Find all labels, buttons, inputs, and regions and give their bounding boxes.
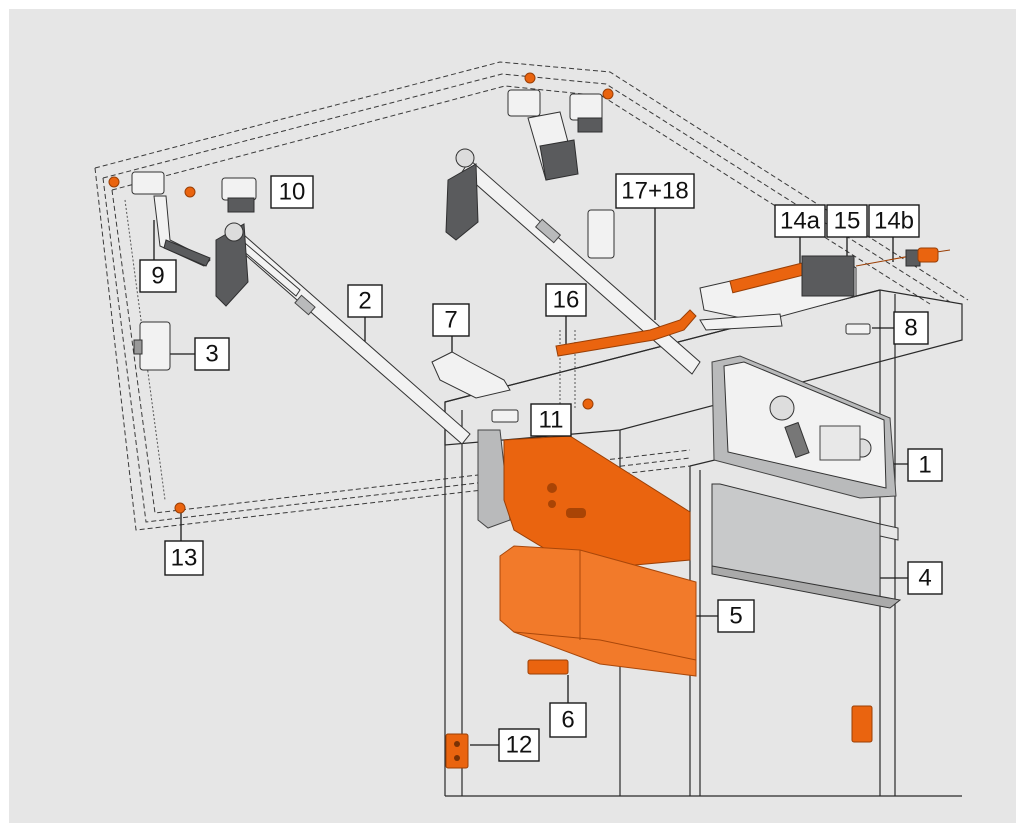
hinge-left-rear bbox=[221, 177, 257, 213]
label-11-text: 11 bbox=[539, 407, 564, 434]
labels-layer: 1 2 3 4 5 6 7 8 9 10 11 12 13 14a 15 14b… bbox=[139, 173, 943, 762]
label-7-text: 7 bbox=[444, 307, 457, 334]
label-16: 16 bbox=[545, 283, 587, 317]
cover-panel-4 bbox=[711, 483, 902, 609]
label-14b-text: 14b bbox=[874, 208, 914, 235]
label-12: 12 bbox=[498, 728, 540, 762]
lever-arm-right bbox=[445, 148, 701, 375]
label-14a: 14a bbox=[774, 204, 826, 238]
bracket-7 bbox=[431, 351, 511, 399]
hinge-left bbox=[131, 171, 211, 267]
lever-arm-left bbox=[215, 222, 471, 445]
top-clip bbox=[491, 409, 519, 423]
label-10-text: 10 bbox=[279, 179, 306, 206]
label-2: 2 bbox=[347, 284, 383, 318]
label-17-18-text: 17+18 bbox=[621, 178, 688, 205]
label-1-text: 1 bbox=[918, 452, 931, 479]
bracket-12 bbox=[445, 733, 469, 769]
mid-bracket bbox=[587, 209, 615, 259]
label-7: 7 bbox=[432, 303, 470, 337]
lift-mechanism-11 bbox=[477, 429, 691, 571]
label-5-text: 5 bbox=[729, 603, 742, 630]
label-9-text: 9 bbox=[151, 263, 164, 290]
label-13-text: 13 bbox=[171, 545, 198, 572]
label-5: 5 bbox=[717, 599, 755, 633]
label-10: 10 bbox=[270, 175, 314, 209]
side-bracket-3 bbox=[133, 321, 171, 371]
cover-5 bbox=[499, 545, 697, 677]
label-6-text: 6 bbox=[561, 707, 574, 734]
label-8-text: 8 bbox=[904, 315, 917, 342]
label-14b: 14b bbox=[868, 204, 920, 238]
label-2-text: 2 bbox=[358, 288, 371, 315]
label-15-text: 15 bbox=[834, 208, 861, 235]
brand-cap-6 bbox=[527, 659, 569, 675]
power-unit bbox=[555, 247, 951, 357]
label-8: 8 bbox=[893, 311, 929, 345]
hinge-right bbox=[507, 89, 603, 133]
label-9: 9 bbox=[139, 259, 177, 293]
label-17-18: 17+18 bbox=[615, 173, 695, 209]
label-16-text: 16 bbox=[553, 287, 580, 314]
label-15: 15 bbox=[826, 204, 868, 238]
bracket-right bbox=[851, 705, 873, 743]
lift-mechanism-1 bbox=[711, 355, 897, 499]
label-6: 6 bbox=[549, 702, 587, 738]
lever-arm-rear bbox=[527, 111, 579, 181]
label-14a-text: 14a bbox=[780, 208, 821, 235]
label-11: 11 bbox=[530, 403, 572, 437]
screws bbox=[108, 72, 614, 514]
label-12-text: 12 bbox=[506, 732, 533, 759]
label-4-text: 4 bbox=[918, 565, 931, 592]
clip-8 bbox=[845, 323, 871, 335]
label-3-text: 3 bbox=[205, 341, 218, 368]
label-1: 1 bbox=[907, 448, 943, 482]
label-13: 13 bbox=[164, 540, 204, 576]
label-4: 4 bbox=[907, 561, 943, 595]
label-3: 3 bbox=[194, 337, 230, 371]
